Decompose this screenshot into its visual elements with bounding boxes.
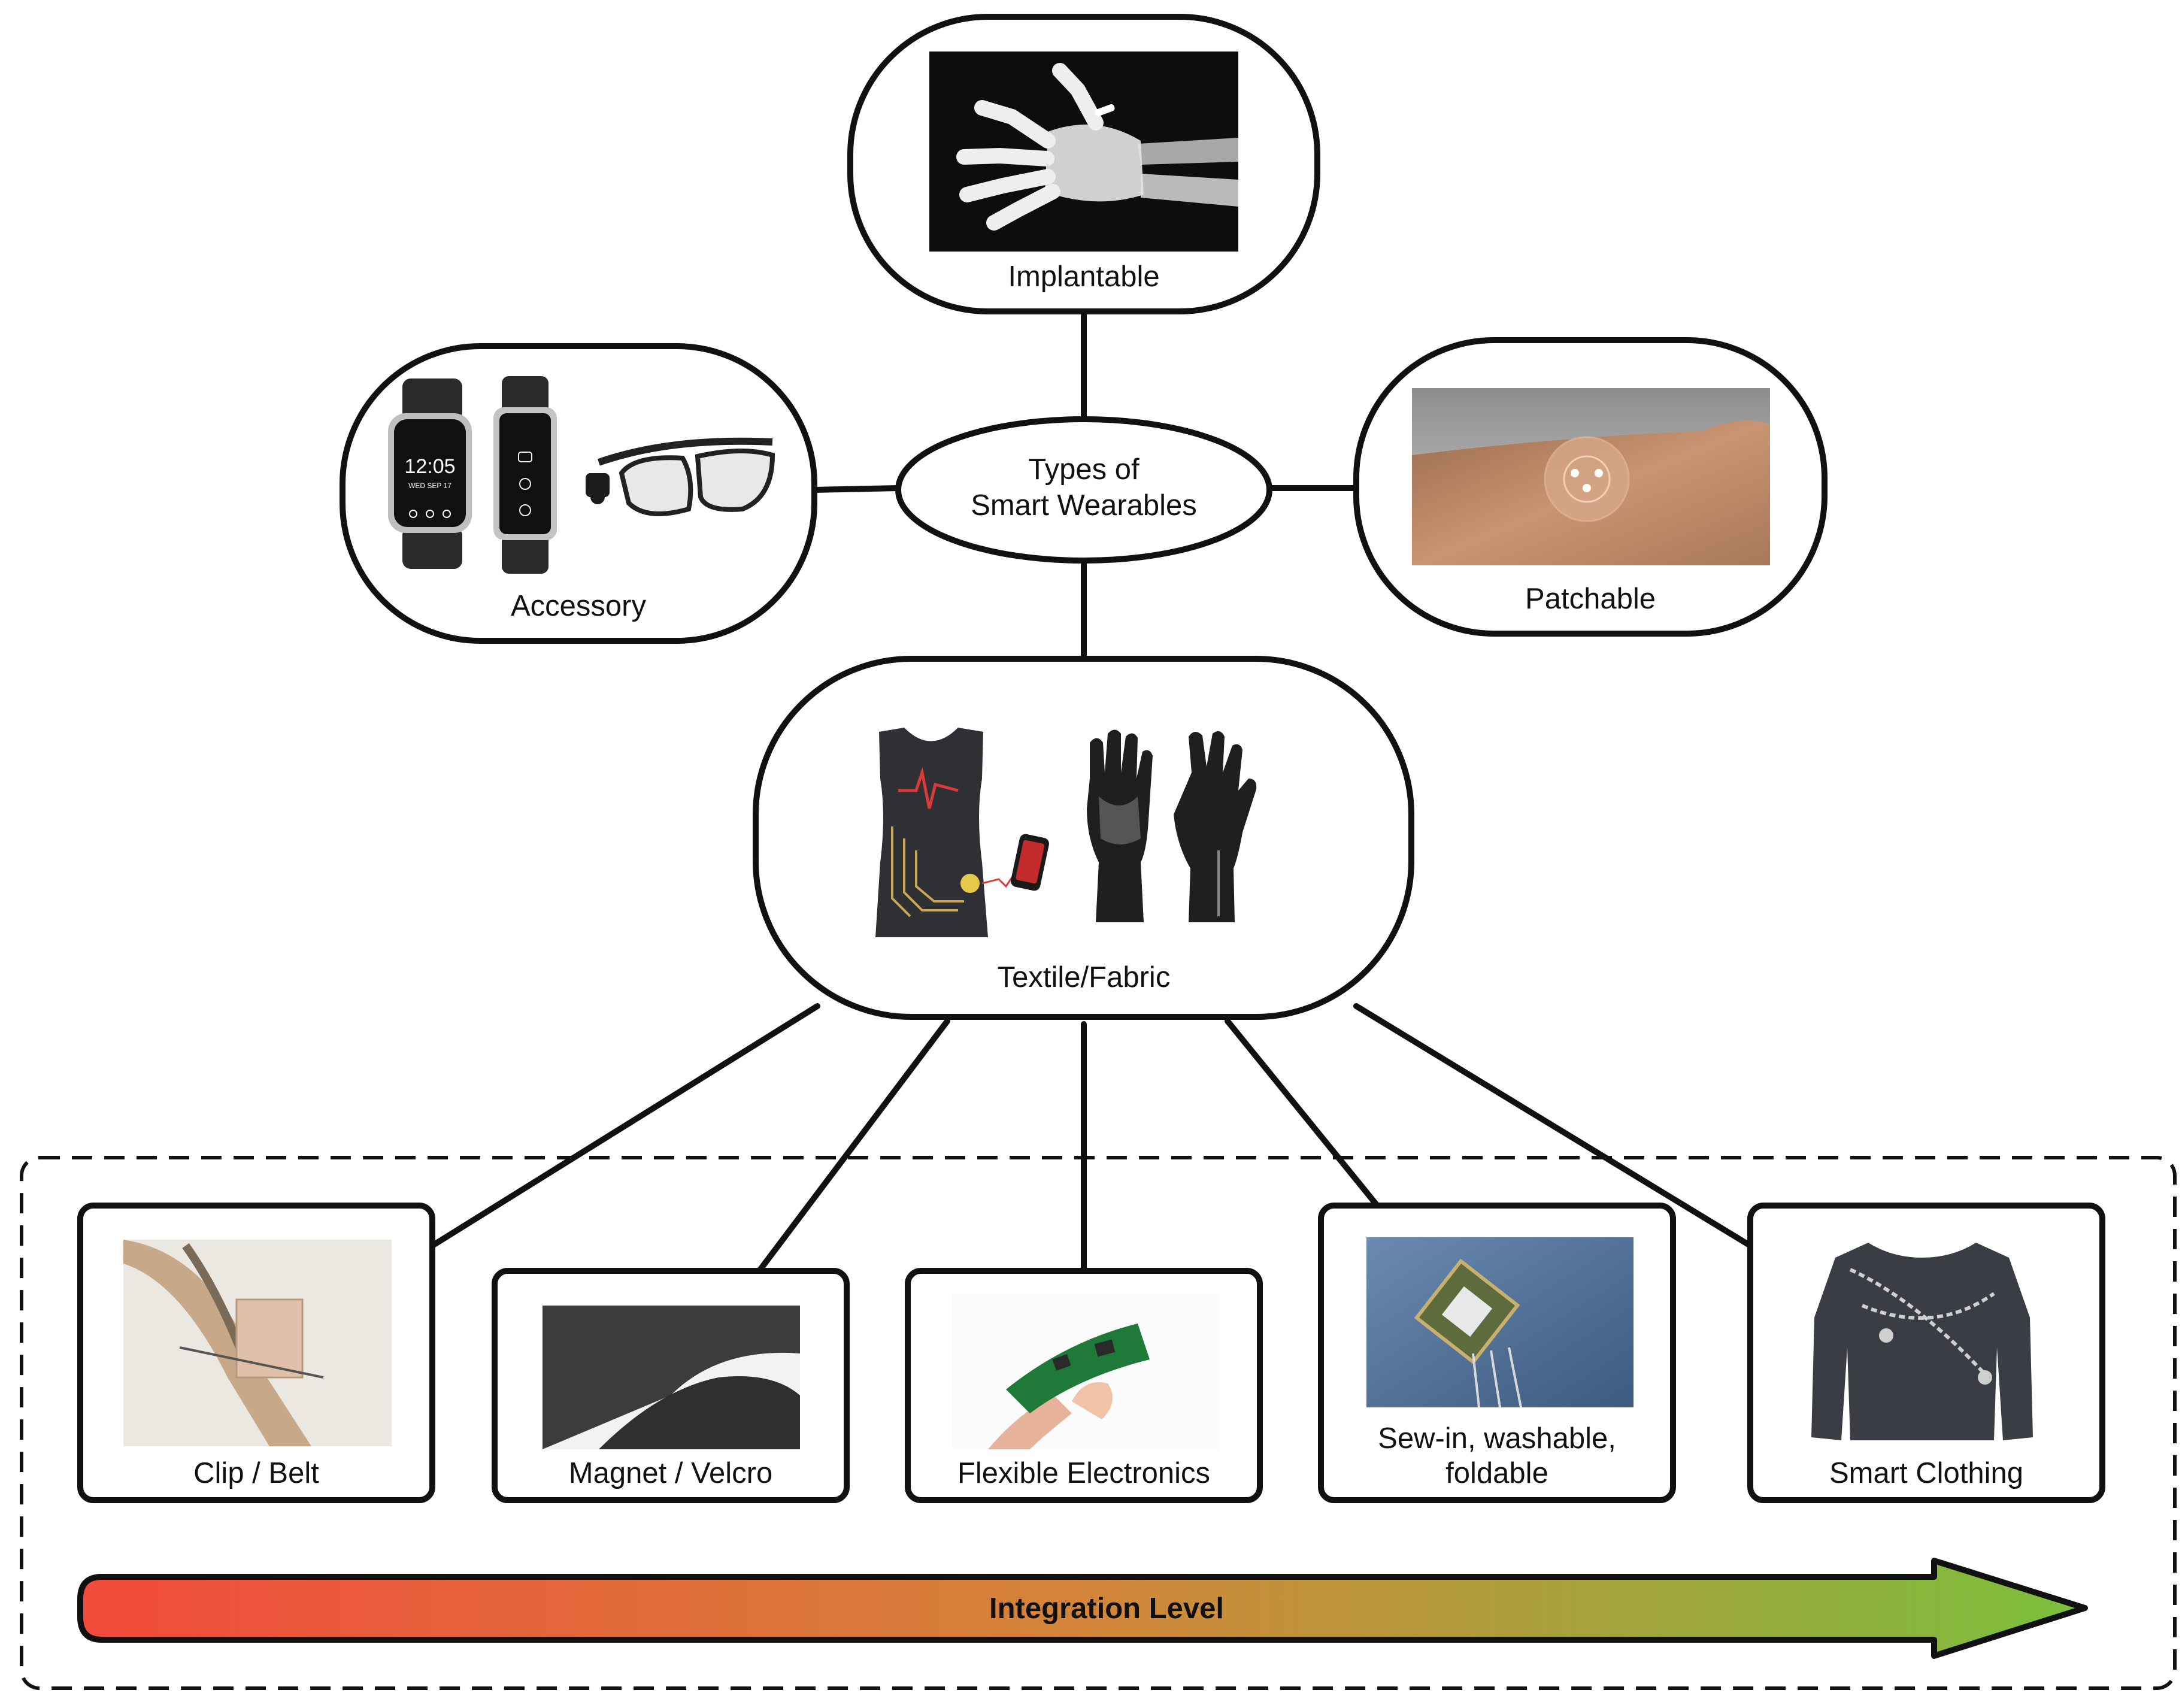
smart-clothing-node: Smart Clothing bbox=[1747, 1203, 2105, 1503]
sew-in-label-line2: foldable bbox=[1445, 1457, 1548, 1489]
accessory-node: 12:05 WED SEP 17 Accessory bbox=[340, 343, 817, 644]
center-title-line2: Smart Wearables bbox=[971, 489, 1197, 522]
flexible-circuit-image bbox=[952, 1294, 1219, 1449]
clip-belt-image bbox=[123, 1240, 392, 1446]
integration-level-arrow: Integration Level bbox=[77, 1558, 2088, 1659]
watch-date: WED SEP 17 bbox=[408, 481, 451, 490]
smart-glasses-image bbox=[586, 437, 775, 516]
clip-belt-label: Clip / Belt bbox=[193, 1457, 319, 1489]
connector-lines bbox=[429, 308, 1753, 1274]
line-textile-clip bbox=[429, 1003, 820, 1249]
flexible-electronics-node: Flexible Electronics bbox=[905, 1268, 1263, 1503]
center-title-line1: Types of bbox=[1028, 453, 1140, 486]
band-icon bbox=[518, 452, 532, 462]
clip-belt-node: Clip / Belt bbox=[77, 1203, 435, 1503]
smartphone-icon bbox=[981, 834, 1049, 891]
smart-clothing-image bbox=[1811, 1243, 2033, 1440]
flexible-electronics-label: Flexible Electronics bbox=[957, 1457, 1210, 1489]
smartwatch-image: 12:05 WED SEP 17 bbox=[388, 378, 472, 569]
watch-icon bbox=[409, 510, 417, 518]
patchable-node: Patchable bbox=[1353, 337, 1828, 637]
implantable-node: Implantable bbox=[847, 14, 1320, 314]
line-center-accessory bbox=[811, 485, 901, 493]
band-icon bbox=[519, 478, 531, 490]
magnet-velcro-label: Magnet / Velcro bbox=[569, 1457, 772, 1489]
watch-icon bbox=[426, 510, 434, 518]
smart-band-image bbox=[493, 376, 557, 574]
band-icon bbox=[519, 504, 531, 516]
sew-in-node: Sew-in, washable, foldable bbox=[1318, 1203, 1676, 1503]
magnet-velcro-node: Magnet / Velcro bbox=[492, 1268, 850, 1503]
sew-in-label-line1: Sew-in, washable, bbox=[1378, 1422, 1616, 1455]
sew-in-chip-image bbox=[1366, 1237, 1634, 1408]
textile-label: Textile/Fabric bbox=[998, 961, 1171, 994]
velcro-image bbox=[543, 1306, 800, 1449]
center-node: Types of Smart Wearables bbox=[895, 416, 1272, 564]
watch-time: 12:05 bbox=[404, 455, 455, 478]
patchable-label: Patchable bbox=[1525, 583, 1656, 615]
watch-icon bbox=[443, 510, 451, 518]
smart-gloves-image bbox=[1087, 729, 1257, 922]
smart-clothing-label: Smart Clothing bbox=[1829, 1457, 2023, 1489]
skin-patch-image bbox=[1412, 388, 1770, 565]
smart-shirt-image bbox=[875, 728, 988, 937]
line-textile-sew bbox=[1225, 1018, 1380, 1209]
textile-node: Textile/Fabric bbox=[753, 656, 1414, 1020]
implantable-label: Implantable bbox=[1008, 261, 1159, 293]
line-textile-magnet bbox=[756, 1018, 950, 1274]
integration-level-label: Integration Level bbox=[989, 1592, 1224, 1625]
accessory-label: Accessory bbox=[511, 590, 647, 622]
xray-hand-image bbox=[929, 52, 1238, 252]
line-textile-clothing bbox=[1353, 1003, 1753, 1249]
integration-container bbox=[20, 1156, 2177, 1690]
